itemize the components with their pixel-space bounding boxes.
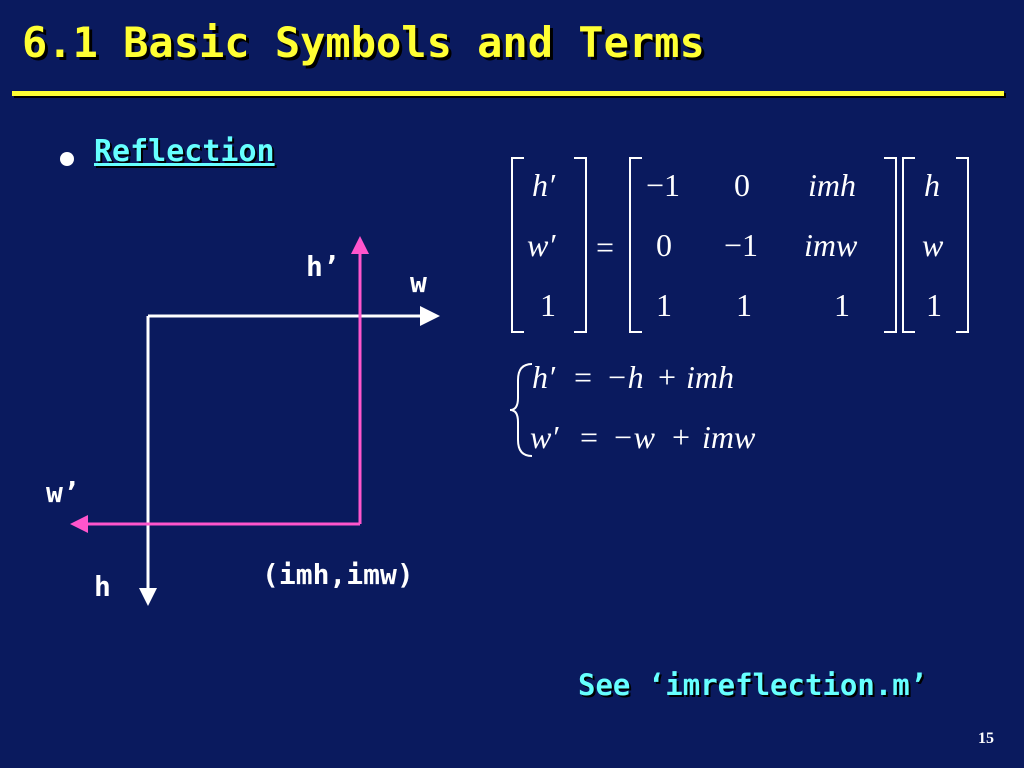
eq2-op: + <box>672 419 690 455</box>
eq1-term1: −h <box>606 359 644 395</box>
eq1-op: + <box>658 359 676 395</box>
h-prime-arrowhead-icon <box>351 236 369 254</box>
eq1-term2: imh <box>686 359 734 395</box>
matrix-right-bracket <box>884 157 897 333</box>
lhs-one: 1 <box>540 287 556 323</box>
eq2-lhs: w′ <box>530 419 559 455</box>
rhs-right-bracket <box>956 157 969 333</box>
m-r1c2: 0 <box>734 167 750 203</box>
lhs-left-bracket <box>511 157 524 333</box>
lhs-w-prime: w′ <box>527 227 556 263</box>
see-script-note: See ‘imreflection.m’ <box>578 668 928 702</box>
bullet-reflection: Reflection <box>94 134 275 169</box>
system-brace <box>509 363 533 457</box>
page-number: 15 <box>978 730 994 747</box>
matrix-equals: = <box>596 229 614 265</box>
bullet-dot-icon <box>60 152 74 166</box>
m-r2c1: 0 <box>656 227 672 263</box>
rhs-h: h <box>924 167 940 203</box>
rhs-one: 1 <box>926 287 942 323</box>
eq2-term2: imw <box>702 419 756 455</box>
title-underline <box>12 91 1004 96</box>
rhs-w: w <box>922 227 944 263</box>
slide-title: 6.1 Basic Symbols and Terms <box>22 18 705 67</box>
h-axis-arrowhead-icon <box>139 588 157 606</box>
label-w: w <box>410 266 427 299</box>
lhs-h-prime: h′ <box>532 167 556 203</box>
eq2-term1: −w <box>612 419 656 455</box>
w-axis-arrowhead-icon <box>420 306 440 326</box>
matrix-left-bracket <box>629 157 642 333</box>
m-r3c2: 1 <box>736 287 752 323</box>
label-h: h <box>94 570 111 603</box>
eq1-lhs: h′ <box>532 359 556 395</box>
label-w-prime: w’ <box>46 476 80 509</box>
label-corner-point: (imh,imw) <box>262 558 414 591</box>
rhs-left-bracket <box>902 157 915 333</box>
label-h-prime: h’ <box>306 250 340 283</box>
m-r1c3: imh <box>808 167 856 203</box>
m-r3c1: 1 <box>656 287 672 323</box>
w-prime-arrowhead-icon <box>70 515 88 533</box>
m-r1c1: −1 <box>646 167 680 203</box>
m-r3c3: 1 <box>834 287 850 323</box>
m-r2c3: imw <box>804 227 858 263</box>
eq1-rel: = <box>574 359 592 395</box>
lhs-right-bracket <box>574 157 587 333</box>
m-r2c2: −1 <box>724 227 758 263</box>
eq2-rel: = <box>580 419 598 455</box>
